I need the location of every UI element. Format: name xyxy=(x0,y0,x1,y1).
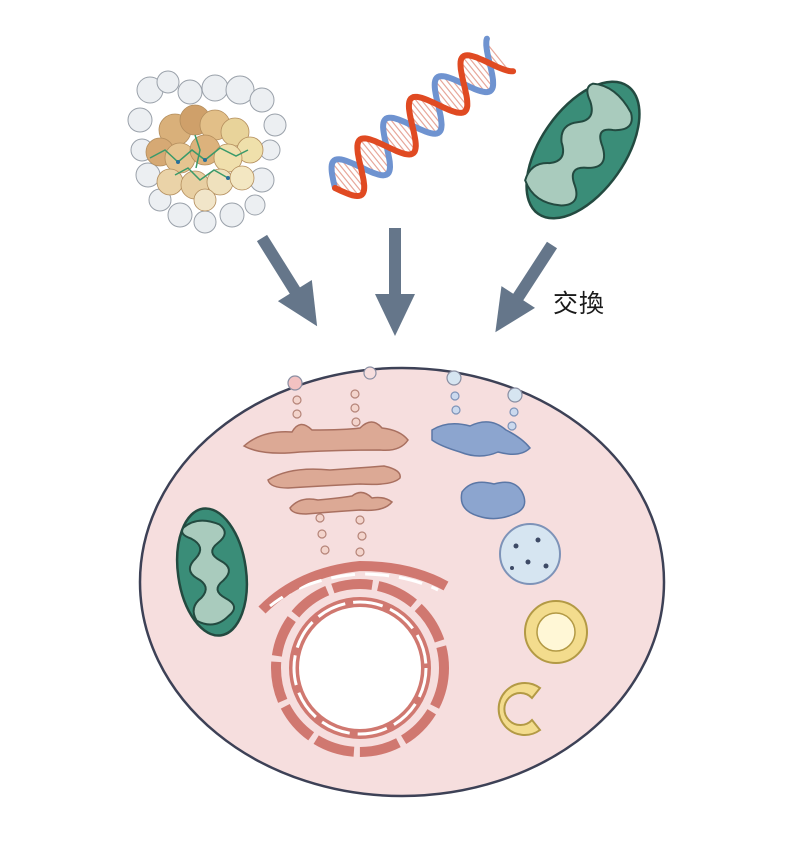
dna-double-helix-icon xyxy=(328,35,517,200)
membrane-buds xyxy=(287,366,523,403)
lysosome xyxy=(524,600,588,664)
dna-base-pair xyxy=(442,75,468,107)
dna-base-pair xyxy=(485,42,510,72)
nucleus xyxy=(258,560,449,757)
dna-base-pair xyxy=(340,159,365,189)
golgi-apparatus xyxy=(242,421,409,515)
exchange-label: 交換 xyxy=(553,289,606,318)
mitochondrion-icon xyxy=(524,80,641,220)
dna-base-pair xyxy=(462,56,491,92)
dna-base-pair xyxy=(412,96,441,132)
dna-base-pair xyxy=(418,96,443,126)
arrow-protein xyxy=(256,234,318,327)
dna-base-pair xyxy=(434,80,462,114)
dna-base-pair xyxy=(359,139,389,175)
dna-base-pair xyxy=(408,105,432,134)
vesicles-pink xyxy=(292,389,367,557)
protein-structure-icon xyxy=(127,70,287,234)
dna-base-pair xyxy=(335,159,364,194)
dna-base-pair xyxy=(409,99,438,134)
peroxisome xyxy=(499,523,561,585)
vesicles-blue xyxy=(450,391,519,431)
arrow-mitochondrion xyxy=(495,241,558,333)
dna-base-pair xyxy=(364,138,391,170)
dna-base-pair xyxy=(466,54,494,88)
autophagosome xyxy=(497,682,542,736)
arrows xyxy=(256,228,558,336)
endosome xyxy=(431,421,532,520)
cell-mitochondrion xyxy=(175,507,249,637)
cell xyxy=(138,366,666,798)
dna-base-pair xyxy=(388,117,416,151)
dna-base-pair xyxy=(331,162,360,197)
dna-base-pair xyxy=(384,119,413,155)
arrow-dna xyxy=(375,228,415,336)
dna-base-pair xyxy=(382,124,408,155)
dna-base-pair xyxy=(357,143,384,176)
dna-base-pair xyxy=(460,61,486,93)
dna-base-pair xyxy=(437,76,466,112)
dna-base-pair xyxy=(331,168,354,196)
